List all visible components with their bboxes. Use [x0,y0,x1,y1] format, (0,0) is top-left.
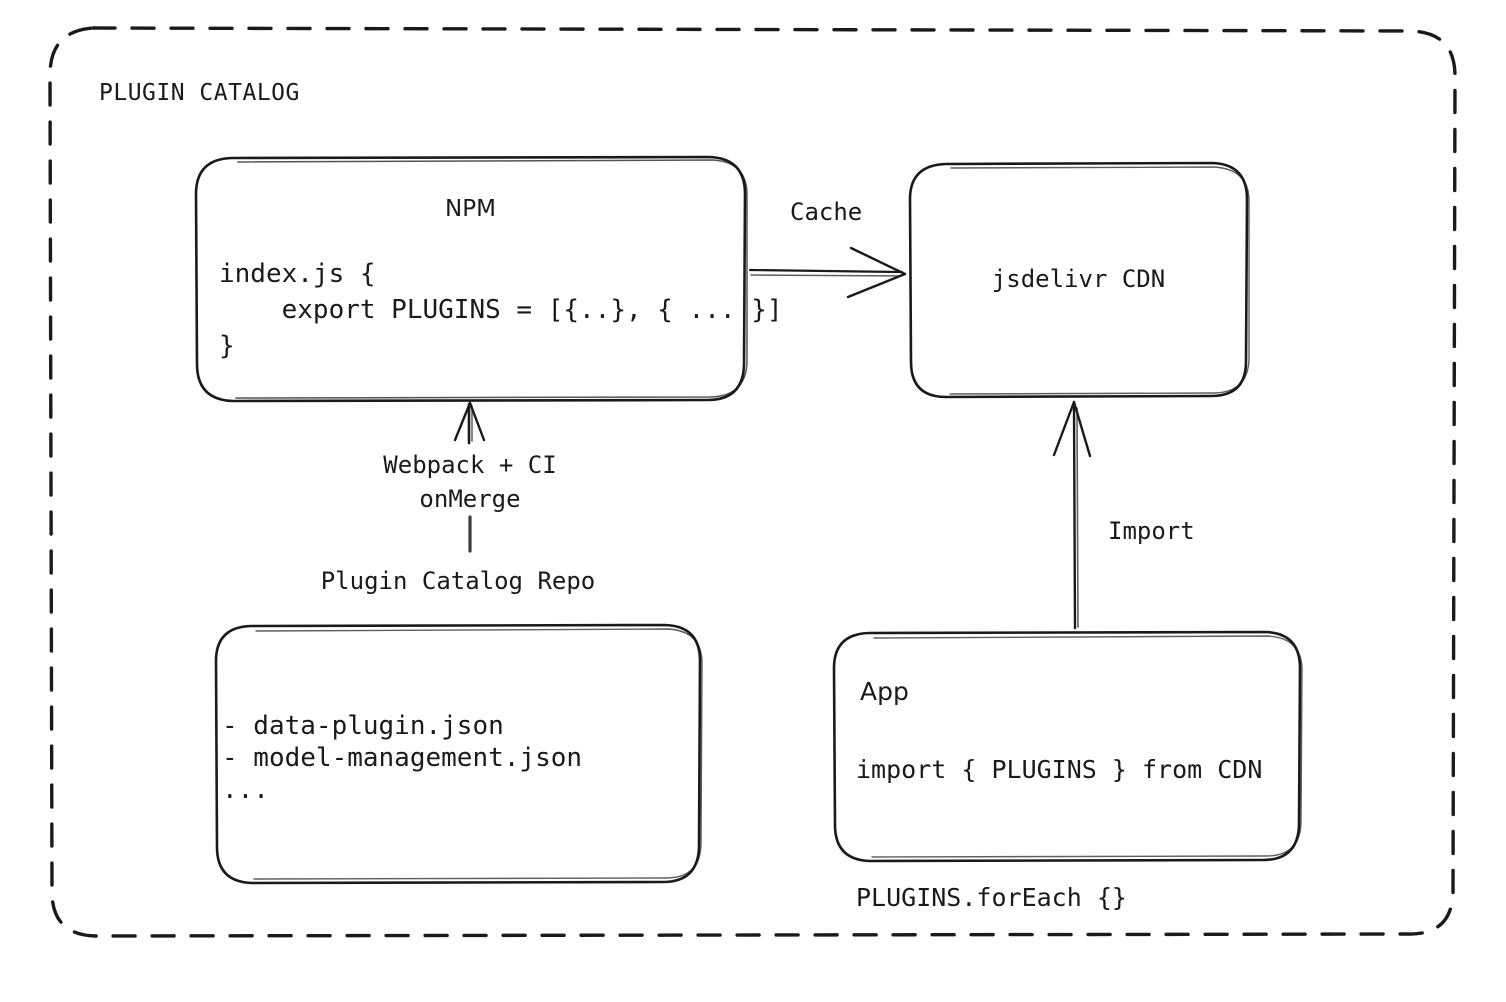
plugin-catalog-title: PLUGIN CATALOG [99,80,300,106]
edge-label-webpack-ci: Webpack + CI onMerge [383,451,557,513]
app-node-title: App [860,677,909,706]
npm-node-code: index.js { export PLUGINS = [{..}, { ...… [219,259,783,361]
edge-label-import: Import [1108,517,1195,545]
app-node-code: import { PLUGINS } from CDN PLUGINS.forE… [856,755,1263,912]
repo-node-file-list: - data-plugin.json - model-management.js… [222,711,583,805]
cdn-node-title: jsdelivr CDN [991,265,1166,293]
npm-node-title: NPM [445,196,496,222]
repo-node-caption: Plugin Catalog Repo [320,567,596,595]
arrow-app-to-cdn [1052,400,1092,630]
edge-label-cache: Cache [790,198,863,226]
